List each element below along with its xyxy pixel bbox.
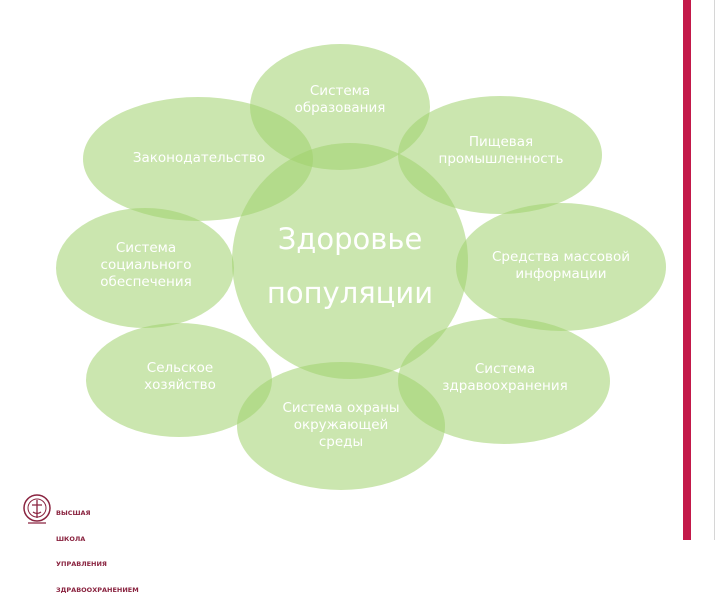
node-food-industry-label: Пищевая промышленность (438, 134, 564, 167)
diagram-canvas: Система образования Законодательство Пищ… (22, 0, 715, 594)
logo-line-3: УПРАВЛЕНИЯ (56, 560, 107, 568)
logo-line-2: ШКОЛА (56, 534, 86, 543)
accent-bar (683, 0, 691, 540)
logo-line-4: ЗДРАВООХРАНЕНИЕМ (56, 585, 139, 594)
node-education-label: Система образования (294, 83, 386, 116)
node-legislation-label: Законодательство (132, 150, 266, 166)
school-logo: ВЫСШАЯ ШКОЛА УПРАВЛЕНИЯ ЗДРАВООХРАНЕНИЕМ (22, 492, 142, 594)
center-circle (232, 143, 468, 379)
node-environment-circle (237, 362, 445, 490)
logo-text: ВЫСШАЯ ШКОЛА УПРАВЛЕНИЯ ЗДРАВООХРАНЕНИЕМ (56, 492, 139, 611)
node-mass-media-label: Средства массовой информации (492, 249, 630, 282)
logo-line-1: ВЫСШАЯ (56, 509, 91, 517)
node-agriculture-label: Сельское хозяйство (144, 360, 216, 393)
node-social-security-circle (56, 208, 234, 328)
node-social-security-label: Система социального обеспечения (100, 240, 192, 290)
emblem-icon (23, 494, 51, 524)
node-healthcare-label: Система здравоохранения (442, 361, 568, 394)
center-title-line2: популяции (266, 276, 434, 310)
node-mass-media-circle (456, 203, 666, 331)
node-environment-label: Система охраны окружающей среды (282, 400, 400, 450)
center-title-line1: Здоровье (277, 222, 423, 256)
right-divider (714, 0, 715, 540)
